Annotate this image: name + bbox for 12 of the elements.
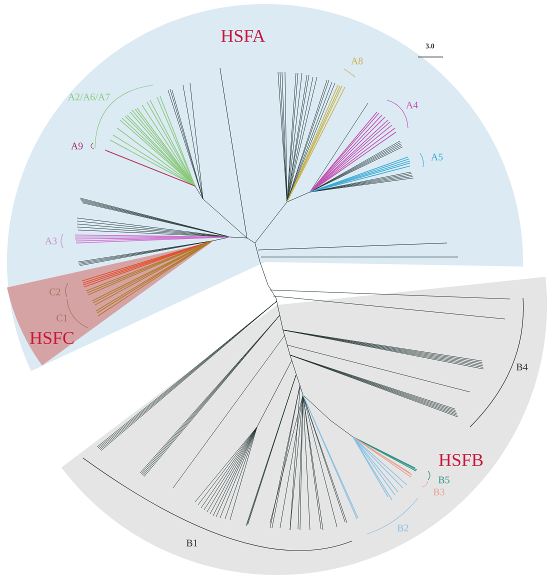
clade-label: C2 [50, 288, 60, 296]
clade-label: B4 [516, 364, 528, 370]
clade-label: A8 [350, 58, 363, 64]
clade-label: B2 [397, 524, 408, 532]
clade-label: A3 [44, 238, 57, 244]
clade-label: A4 [406, 102, 418, 108]
clade-label: B5 [438, 476, 450, 484]
clade-label: B1 [186, 540, 198, 546]
clade-label: A5 [430, 154, 443, 160]
clade-label: A9 [70, 142, 83, 150]
clade-label: B3 [433, 488, 444, 496]
clade-label: A2/A6/A7 [68, 94, 110, 100]
